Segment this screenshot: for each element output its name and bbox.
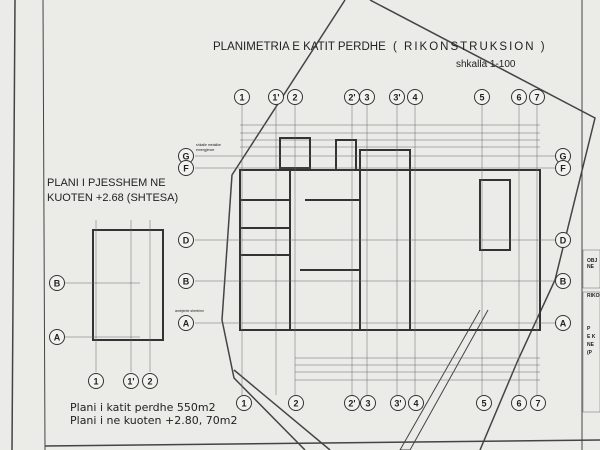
- svg-text:B: B: [560, 277, 567, 287]
- svg-text:2': 2': [348, 93, 355, 103]
- grid-bubble-A: A: [178, 315, 194, 331]
- site-boundary: [369, 0, 596, 450]
- svg-text:1': 1': [272, 93, 279, 103]
- svg-text:D: D: [560, 236, 567, 246]
- grid-bubble-5: 5: [474, 89, 490, 105]
- svg-text:G: G: [182, 152, 189, 162]
- svg-text:4: 4: [412, 93, 417, 103]
- svg-text:3: 3: [365, 399, 370, 409]
- svg-text:2: 2: [147, 377, 152, 387]
- svg-text:1: 1: [239, 93, 244, 103]
- grid-bubble-1: 1: [236, 395, 252, 411]
- sheet-border: [11, 0, 16, 450]
- annotation: shkalle metalike: [196, 143, 221, 147]
- grid-bubble-7: 7: [530, 395, 546, 411]
- partial-plan-title: PLANI I PJESSHEM NE: [47, 177, 166, 189]
- grid-bubble-6: 6: [511, 89, 527, 105]
- svg-text:G: G: [559, 152, 566, 162]
- area-note: Plani i ne kuoten +2.80, 70m2: [70, 414, 237, 427]
- grid-bubble-3: 3: [359, 89, 375, 105]
- title-block-text: E K: [587, 334, 596, 340]
- svg-text:3: 3: [364, 93, 369, 103]
- grid-bubble-A: A: [49, 329, 65, 345]
- svg-text:6: 6: [516, 93, 521, 103]
- grid-bubble-F: F: [178, 160, 194, 176]
- grid-bubble-2': 2': [344, 89, 360, 105]
- grid-bubble-B: B: [555, 273, 571, 289]
- svg-text:3': 3': [393, 93, 400, 103]
- grid-bubble-1: 1: [234, 89, 250, 105]
- grid-bubble-3': 3': [390, 395, 406, 411]
- svg-text:F: F: [560, 164, 566, 174]
- building-walls: [92, 137, 541, 341]
- grid-bubble-D: D: [555, 232, 571, 248]
- dimension-lines: [240, 124, 540, 381]
- svg-text:A: A: [560, 319, 567, 329]
- svg-text:5: 5: [479, 93, 484, 103]
- svg-text:1': 1': [127, 377, 134, 387]
- site-boundary: [221, 0, 346, 450]
- grid-bubble-2: 2: [287, 89, 303, 105]
- svg-text:1: 1: [241, 399, 246, 409]
- grid-bubble-4: 4: [408, 395, 424, 411]
- svg-text:7: 7: [534, 93, 539, 103]
- area-note: Plani i katit perdhe 550m2: [70, 401, 216, 414]
- grid-bubble-A: A: [555, 315, 571, 331]
- title-block-text: NE: [587, 264, 595, 270]
- grid-bubble-B: B: [178, 273, 194, 289]
- frame-line: [42, 0, 46, 450]
- svg-text:B: B: [54, 279, 61, 289]
- svg-text:D: D: [183, 236, 190, 246]
- svg-text:4: 4: [413, 399, 418, 409]
- svg-text:F: F: [183, 164, 189, 174]
- annotation: ambjente sherbimi: [175, 309, 204, 313]
- grid-bubble-7: 7: [529, 89, 545, 105]
- svg-text:1: 1: [93, 377, 98, 387]
- svg-text:5: 5: [481, 399, 486, 409]
- grid-bubble-4: 4: [407, 89, 423, 105]
- partial-plan-title: KUOTEN +2.68 (SHTESA): [47, 192, 178, 204]
- title-block-text: OBJ: [587, 258, 598, 264]
- grid-bubble-1': 1': [268, 89, 284, 105]
- svg-text:A: A: [54, 333, 61, 343]
- svg-text:B: B: [183, 277, 190, 287]
- title-block-text: RIKON: [587, 293, 600, 299]
- grid-bubble-6: 6: [511, 395, 527, 411]
- grid-bubble-D: D: [178, 232, 194, 248]
- svg-text:3': 3': [394, 399, 401, 409]
- svg-text:7: 7: [535, 399, 540, 409]
- title-block-text: NE: [587, 342, 595, 348]
- annotation: emergjence: [196, 148, 214, 152]
- svg-text:2': 2': [348, 399, 355, 409]
- grid-bubble-1: 1: [88, 373, 104, 389]
- drawing-title: PLANIMETRIA E KATIT PERDHE: [213, 41, 386, 53]
- grid-bubble-2': 2': [344, 395, 360, 411]
- grid-bubble-F: F: [555, 160, 571, 176]
- svg-text:2: 2: [292, 93, 297, 103]
- grid-lines: [65, 155, 555, 338]
- grid-bubble-1': 1': [123, 373, 139, 389]
- title-block-text: P: [587, 326, 591, 332]
- title-block: [582, 249, 600, 413]
- grid-bubble-2: 2: [142, 373, 158, 389]
- site-boundary: [233, 369, 331, 450]
- drawing-scale: shkalla 1-100: [456, 59, 516, 70]
- grid-bubble-5: 5: [476, 395, 492, 411]
- svg-text:6: 6: [516, 399, 521, 409]
- title-block-text: (P: [587, 350, 593, 356]
- drawing-subtitle: ( RIKONSTRUKSION ): [393, 41, 547, 53]
- grid-bubble-B: B: [49, 275, 65, 291]
- svg-text:A: A: [183, 319, 190, 329]
- grid-bubble-2: 2: [288, 395, 304, 411]
- grid-bubble-3': 3': [389, 89, 405, 105]
- svg-text:2: 2: [293, 399, 298, 409]
- grid-bubble-3: 3: [360, 395, 376, 411]
